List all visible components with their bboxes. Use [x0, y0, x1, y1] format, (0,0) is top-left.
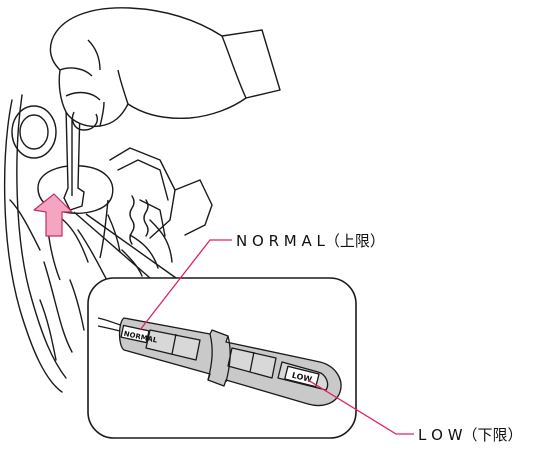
low-lower-limit-label: L O W（下限） [418, 426, 523, 444]
glove-hand [50, 8, 280, 130]
zoom-connector [74, 212, 176, 278]
normal-upper-limit-label: N O R M A L（上限） [236, 232, 385, 250]
